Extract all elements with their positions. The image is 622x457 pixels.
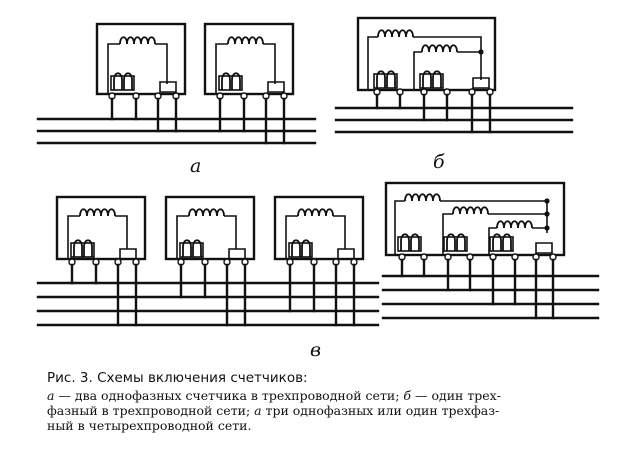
label-a: а	[190, 155, 201, 177]
label-c: в	[310, 339, 321, 361]
scheme-c: в	[36, 195, 380, 361]
meter-c4	[384, 181, 566, 257]
caption-text-a: — два однофазных счетчика в трехпроводно…	[54, 388, 404, 403]
meter-c1	[55, 195, 147, 261]
label-b: б	[433, 151, 445, 173]
caption-letter-c: а	[254, 403, 262, 418]
meter-c2	[164, 195, 256, 261]
terminals-a	[108, 92, 288, 100]
meter-b	[356, 16, 497, 92]
caption-text-b2: фазный в трехпроводной сети;	[47, 403, 255, 418]
terminals-c	[68, 258, 358, 266]
caption-text-c2: ный в четырехпроводной сети.	[47, 418, 252, 433]
meter-a2	[203, 22, 295, 96]
scheme-c-three-phase	[381, 181, 600, 320]
caption-letter-b: б	[403, 388, 412, 403]
caption-letter-a: а	[47, 388, 55, 403]
meter-a1	[95, 22, 187, 96]
meter-c3	[273, 195, 365, 261]
caption-text-b: — один трех-	[411, 388, 501, 403]
caption-title: Рис. 3. Схемы включения счетчиков:	[47, 370, 308, 386]
scheme-b: б	[334, 16, 574, 173]
wiring-diagram: а б	[36, 16, 600, 361]
caption-body: а — два однофазных счетчика в трехпровод…	[47, 388, 587, 433]
scheme-a: а	[36, 22, 317, 177]
figure-caption: Рис. 3. Схемы включения счетчиков: а — д…	[47, 370, 587, 434]
caption-text-c: три однофазных или один трехфаз-	[261, 403, 500, 418]
